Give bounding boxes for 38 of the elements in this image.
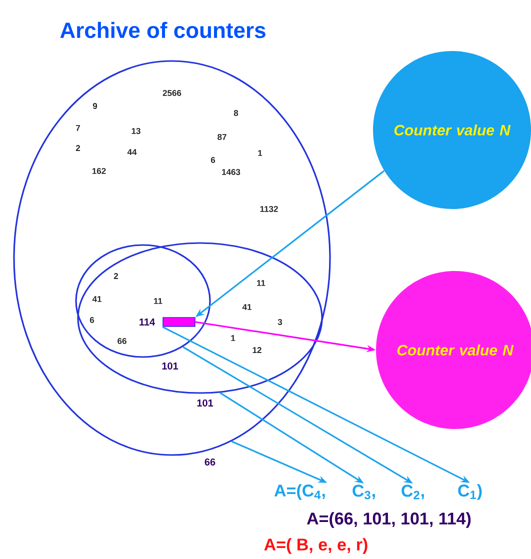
counter-number: 8 xyxy=(234,110,238,116)
counter-number: 1463 xyxy=(222,169,240,176)
counter-number: 12 xyxy=(252,347,262,353)
counter-number: 66 xyxy=(118,338,126,344)
counter-number: 87 xyxy=(218,134,226,140)
counter-number: 6 xyxy=(90,317,94,323)
counter-number: 9 xyxy=(92,103,98,109)
counter-number: 2566 xyxy=(162,90,182,96)
counter-number: 11 xyxy=(257,280,266,286)
tuple-row: A=( B, e, e, r) xyxy=(264,538,368,554)
counter-number: 11 xyxy=(154,298,162,304)
counter-number: 162 xyxy=(92,168,106,174)
counter-number: 2 xyxy=(114,273,118,279)
counter-number: 1132 xyxy=(260,206,278,212)
tuple-row: A=(66, 101, 101, 114) xyxy=(306,512,471,528)
counter-number: 44 xyxy=(127,149,137,155)
title: Archive of counters xyxy=(60,22,266,38)
counter-number: 2 xyxy=(76,145,80,151)
counter-number: 1 xyxy=(231,335,236,341)
ellipse xyxy=(77,242,323,394)
count-label: 114 xyxy=(140,318,155,326)
count-label: 101 xyxy=(197,399,214,407)
counter-number: 13 xyxy=(132,128,140,134)
counter-number: 6 xyxy=(210,157,216,163)
counter-number: 1 xyxy=(258,150,262,156)
count-label: 101 xyxy=(162,362,178,370)
counter-number: 7 xyxy=(76,125,80,131)
counter-number: 41 xyxy=(242,304,252,310)
ellipse xyxy=(13,60,331,456)
tuple-element: C$_{2}$, xyxy=(402,484,424,500)
tuple-element: C$_{1}$) xyxy=(458,484,482,500)
counter-box xyxy=(162,317,196,327)
counter-number: 3 xyxy=(278,319,282,326)
ellipse xyxy=(75,244,211,358)
tuple-element: C$_{3}$, xyxy=(352,484,375,500)
count-label: 66 xyxy=(204,458,216,466)
tuple-element: A=(C$_{4}$, xyxy=(274,484,325,500)
counter-number: 41 xyxy=(92,296,102,302)
